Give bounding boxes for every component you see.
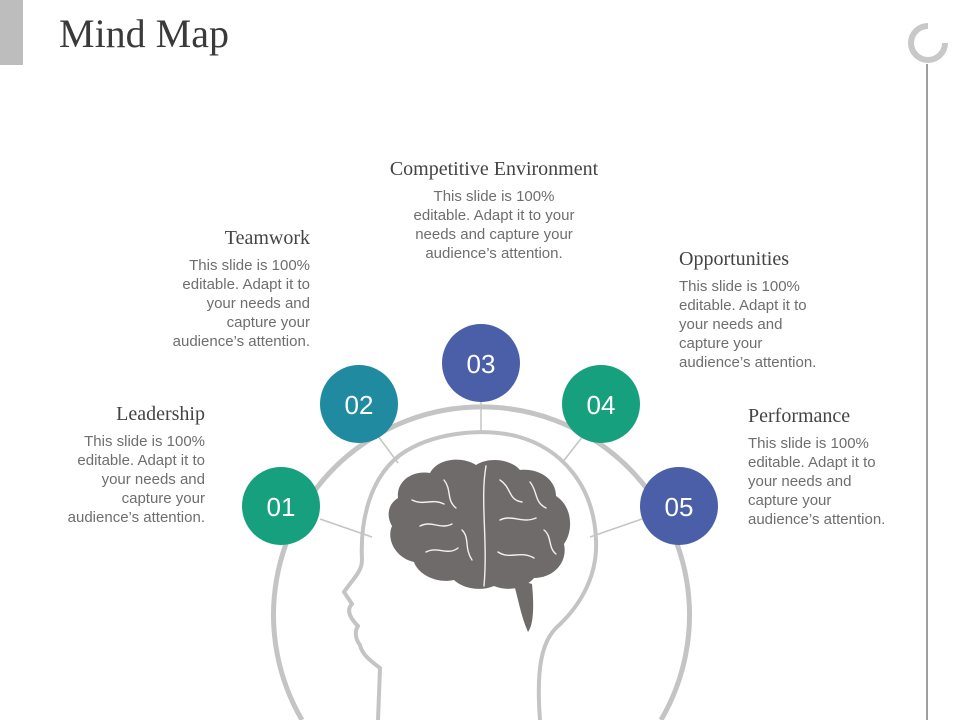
topic-body: This slide is 100% editable. Adapt it to… [413,188,575,262]
topic-heading: Teamwork [224,227,310,249]
topic-opportunities: Opportunities This slide is 100% editabl… [679,247,909,372]
node-04: 04 [562,365,640,443]
node-number: 01 [267,492,296,522]
node-02: 02 [320,365,398,443]
right-edge-rule [926,64,928,720]
topic-teamwork: Teamwork This slide is 100% editable. Ad… [80,226,310,351]
node-number: 05 [665,492,694,522]
head-outline-icon [342,430,599,720]
node-number: 04 [587,390,616,420]
node-01: 01 [242,467,320,545]
topic-body: This slide is 100% editable. Adapt it to… [67,433,205,526]
topic-body: This slide is 100% editable. Adapt it to… [172,257,310,350]
node-circle [562,365,640,443]
slide-title: Mind Map [59,11,229,56]
node-05: 05 [640,467,718,545]
brain-icon [388,459,571,632]
topic-heading: Performance [748,405,851,427]
topic-body: This slide is 100% editable. Adapt it to… [679,278,817,371]
node-circle [320,365,398,443]
topic-performance: Performance This slide is 100% editable.… [748,404,918,529]
topic-heading: Competitive Environment [389,158,599,180]
ring-logo-icon [908,22,949,63]
node-number: 03 [467,349,496,379]
topic-leadership: Leadership This slide is 100% editable. … [0,402,205,527]
node-circle [242,467,320,545]
topic-heading: Opportunities [679,248,789,270]
node-circle [640,467,718,545]
node-circle [442,324,520,402]
title-accent-bar [0,0,23,65]
node-03: 03 [442,324,520,402]
topic-heading: Leadership [116,403,205,425]
topic-body: This slide is 100% editable. Adapt it to… [748,435,886,528]
topic-competitive-environment: Competitive Environment This slide is 10… [369,157,619,263]
node-number: 02 [345,390,374,420]
